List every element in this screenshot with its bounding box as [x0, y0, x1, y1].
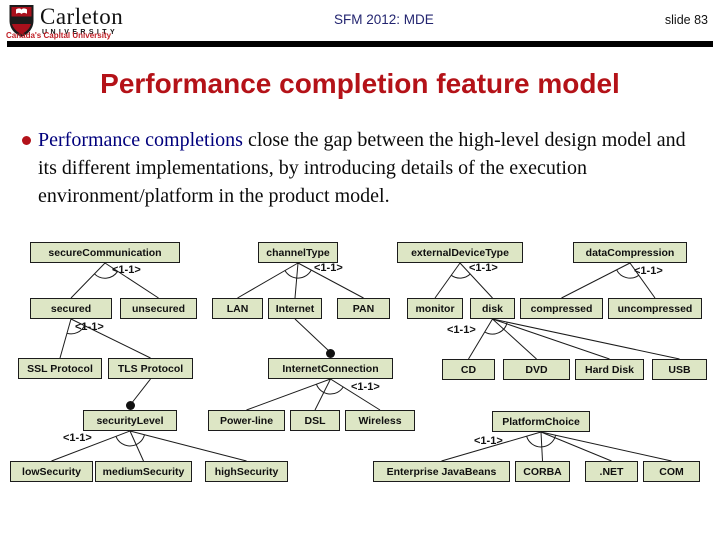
- feature-node-dotnet: .NET: [585, 461, 638, 482]
- mandatory-dot-internet-connection: [326, 349, 335, 358]
- feature-node-monitor: monitor: [407, 298, 463, 319]
- carleton-crest-icon: [9, 5, 34, 37]
- feature-node-lan: LAN: [212, 298, 263, 319]
- feature-node-unsecured: unsecured: [120, 298, 197, 319]
- feature-node-uncompressed: uncompressed: [608, 298, 702, 319]
- feature-node-wireless: Wireless: [345, 410, 415, 431]
- feature-node-secured: secured: [30, 298, 112, 319]
- group-cardinality-label: <1-1>: [63, 432, 92, 444]
- feature-node-disk: disk: [470, 298, 515, 319]
- feature-node-usb: USB: [652, 359, 707, 380]
- feature-node-platform-choice: PlatformChoice: [492, 411, 590, 432]
- group-cardinality-label: <1-1>: [351, 381, 380, 393]
- bullet-paragraph: Performance completions close the gap be…: [38, 126, 700, 210]
- logo-subtitle: UNIVERSITY: [42, 29, 119, 36]
- feature-node-dsl: DSL: [290, 410, 340, 431]
- bullet-rest-text: close the gap between the high-level des…: [38, 129, 686, 207]
- feature-node-enterprise-javabeans: Enterprise JavaBeans: [373, 461, 510, 482]
- feature-node-low-security: lowSecurity: [10, 461, 93, 482]
- feature-node-com: COM: [643, 461, 700, 482]
- feature-node-high-security: highSecurity: [205, 461, 288, 482]
- group-cardinality-label: <1-1>: [314, 262, 343, 274]
- slide-title: Performance completion feature model: [100, 68, 620, 99]
- group-cardinality-label: <1-1>: [112, 264, 141, 276]
- group-cardinality-label: <1-1>: [474, 435, 503, 447]
- slide-number: slide 83: [664, 13, 708, 27]
- group-cardinality-label: <1-1>: [469, 262, 498, 274]
- feature-node-channel-type: channelType: [258, 242, 338, 263]
- feature-node-dvd: DVD: [503, 359, 570, 380]
- feature-node-cd: CD: [442, 359, 495, 380]
- feature-node-hard-disk: Hard Disk: [575, 359, 644, 380]
- group-cardinality-label: <1-1>: [447, 324, 476, 336]
- header-course-label: SFM 2012: MDE: [334, 12, 434, 27]
- feature-node-security-level: securityLevel: [83, 410, 177, 431]
- logo-tagline: Canada's Capital University: [6, 31, 112, 40]
- feature-node-compressed: compressed: [520, 298, 603, 319]
- feature-node-power-line: Power-line: [208, 410, 285, 431]
- feature-node-data-compression: dataCompression: [573, 242, 687, 263]
- logo-wordmark: Carleton: [40, 4, 124, 29]
- feature-node-corba: CORBA: [515, 461, 570, 482]
- feature-node-external-device-type: externalDeviceType: [397, 242, 523, 263]
- bullet-icon: [22, 136, 31, 145]
- bullet-lead-phrase: Performance completions: [38, 129, 243, 151]
- header-divider-bar: [7, 41, 713, 47]
- group-cardinality-label: <1-1>: [75, 321, 104, 333]
- feature-node-tls-protocol: TLS Protocol: [108, 358, 193, 379]
- feature-node-secure-communication: secureCommunication: [30, 242, 180, 263]
- feature-node-internet-connection: InternetConnection: [268, 358, 393, 379]
- group-cardinality-label: <1-1>: [634, 265, 663, 277]
- feature-node-pan: PAN: [337, 298, 390, 319]
- feature-node-ssl-protocol: SSL Protocol: [18, 358, 102, 379]
- feature-node-internet: Internet: [268, 298, 322, 319]
- mandatory-dot-security-level: [126, 401, 135, 410]
- feature-node-medium-security: mediumSecurity: [95, 461, 192, 482]
